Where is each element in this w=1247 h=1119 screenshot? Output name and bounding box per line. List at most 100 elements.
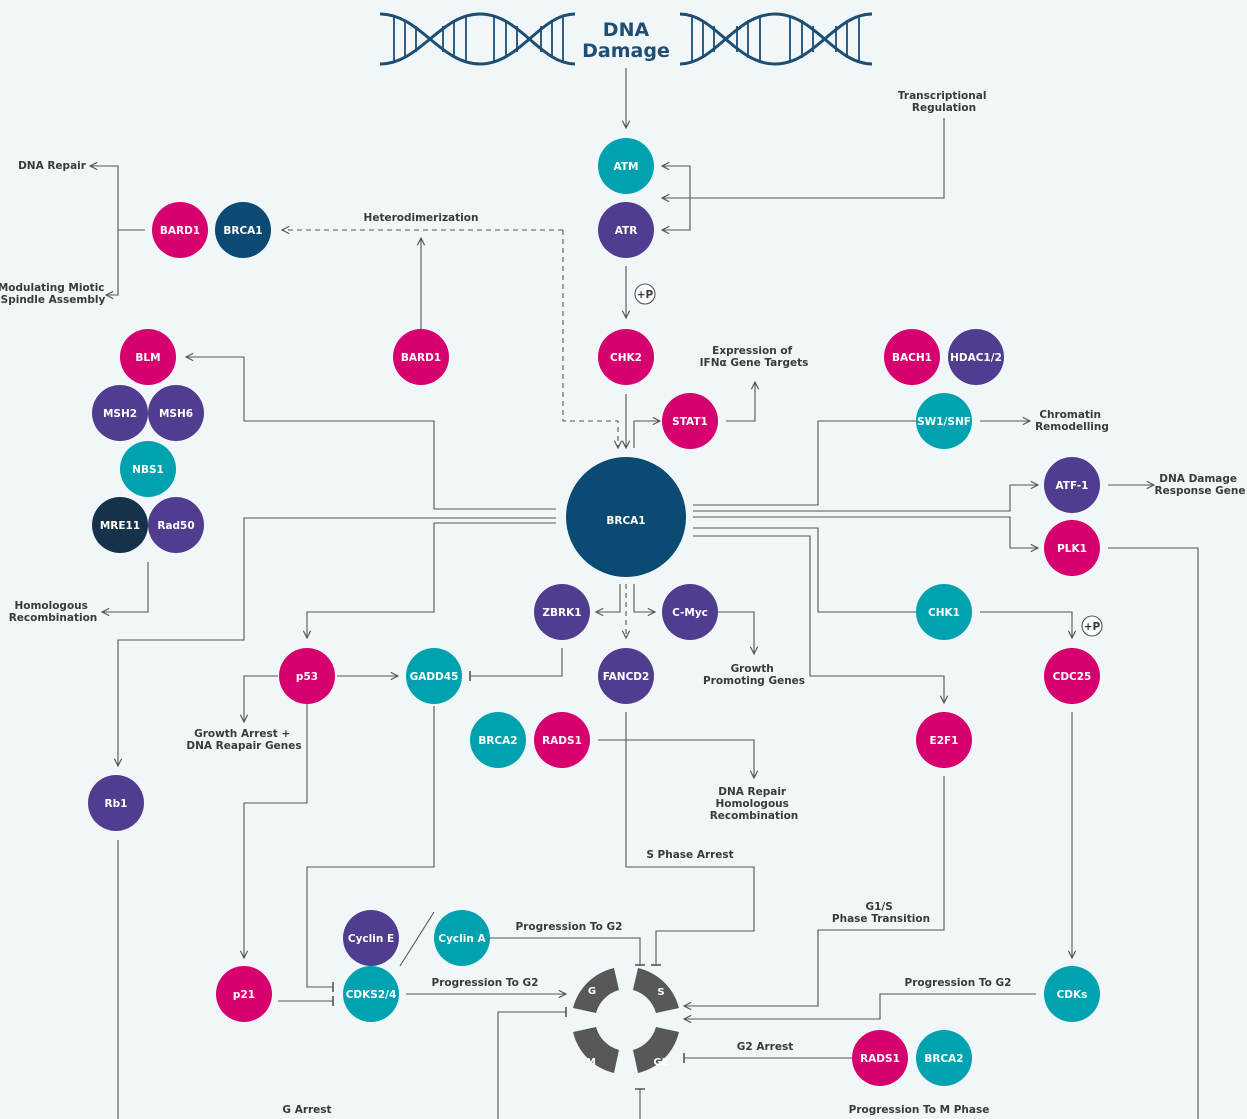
label-dna-repair-homologous: DNA Repair Homologous Recombination: [710, 786, 799, 822]
label-growth-promoting: Growth Promoting Genes: [703, 663, 805, 687]
node-cyclina: Cyclin A: [434, 910, 490, 966]
svg-text:BLM: BLM: [135, 352, 160, 364]
svg-text:MSH2: MSH2: [103, 408, 137, 420]
svg-text:HDAC1/2: HDAC1/2: [950, 352, 1002, 364]
node-gadd45: GADD45: [406, 648, 462, 704]
label-progression-m-phase: Progression To M Phase: [849, 1104, 990, 1116]
dna-helix-left-icon: [379, 12, 576, 66]
node-rads1-bot: RADS1: [852, 1030, 908, 1086]
svg-text:Rb1: Rb1: [105, 798, 128, 810]
svg-text:PLK1: PLK1: [1057, 543, 1087, 555]
plus-p-badge-cdc25: +P: [1081, 615, 1103, 637]
node-nbs1: NBS1: [120, 441, 176, 497]
node-mre11: MRE11: [92, 497, 148, 553]
node-cdc25: CDC25: [1044, 648, 1100, 704]
labels: Transcriptional Regulation DNA Repair Mo…: [0, 90, 1246, 1116]
node-atm: ATM: [598, 138, 654, 194]
label-chromatin-remodelling: Chromatin Remodelling: [1035, 409, 1109, 433]
cycle-s-segment: [633, 968, 679, 1013]
node-hdac: HDAC1/2: [948, 329, 1004, 385]
node-rb1: Rb1: [88, 775, 144, 831]
svg-text:MRE11: MRE11: [100, 520, 140, 532]
svg-text:NBS1: NBS1: [132, 464, 164, 476]
svg-text:Rad50: Rad50: [157, 520, 194, 532]
node-cycline: Cyclin E: [343, 910, 399, 966]
svg-text:RADS1: RADS1: [860, 1053, 900, 1065]
svg-text:BRCA1: BRCA1: [606, 515, 645, 527]
svg-text:BRCA1: BRCA1: [223, 225, 262, 237]
label-heterodimerization: Heterodimerization: [364, 212, 479, 224]
svg-text:FANCD2: FANCD2: [603, 671, 650, 683]
svg-text:MSH6: MSH6: [159, 408, 193, 420]
node-e2f1: E2F1: [916, 712, 972, 768]
label-dna-repair: DNA Repair: [18, 160, 87, 172]
svg-text:BACH1: BACH1: [892, 352, 932, 364]
cycle-g-segment: [573, 968, 619, 1013]
title-dna: DNA: [603, 19, 650, 41]
node-rad50: Rad50: [148, 497, 204, 553]
svg-text:BARD1: BARD1: [160, 225, 200, 237]
label-dna-damage-response: DNA Damage Response Gene: [1154, 473, 1245, 497]
node-cmyc: C-Myc: [662, 584, 718, 640]
node-swsnf: SW1/SNF: [916, 393, 972, 449]
cell-cycle-ring: G S M G2: [573, 968, 679, 1073]
node-rads1-mid: RADS1: [534, 712, 590, 768]
title-damage: Damage: [582, 40, 670, 62]
label-growth-arrest: Growth Arrest + DNA Reapair Genes: [186, 728, 301, 752]
dna-helix-right-icon: [679, 12, 873, 66]
svg-text:p21: p21: [233, 989, 255, 1001]
svg-text:BRCA2: BRCA2: [924, 1053, 963, 1065]
node-plk1: PLK1: [1044, 520, 1100, 576]
node-stat1: STAT1: [662, 393, 718, 449]
label-transcriptional-regulation: Transcriptional Regulation: [898, 90, 990, 114]
label-g2-arrest: G2 Arrest: [737, 1041, 793, 1053]
svg-text:C-Myc: C-Myc: [672, 607, 708, 619]
node-bard1-top: BARD1: [152, 202, 208, 258]
node-p21: p21: [216, 966, 272, 1022]
svg-text:G: G: [588, 986, 596, 997]
node-p53: p53: [279, 648, 335, 704]
svg-text:p53: p53: [296, 671, 318, 683]
svg-text:GADD45: GADD45: [410, 671, 459, 683]
node-atf1: ATF-1: [1044, 457, 1100, 513]
cycle-m-segment: [573, 1027, 619, 1073]
svg-text:ATF-1: ATF-1: [1056, 480, 1089, 492]
label-g-arrest: G Arrest: [282, 1104, 331, 1116]
node-brca2-mid: BRCA2: [470, 712, 526, 768]
svg-text:+P: +P: [637, 289, 654, 301]
svg-text:CDC25: CDC25: [1053, 671, 1092, 683]
node-msh6: MSH6: [148, 385, 204, 441]
label-s-phase-arrest: S Phase Arrest: [646, 849, 733, 861]
svg-text:S: S: [657, 987, 664, 998]
label-progression-g2-cdks24: Progression To G2: [432, 977, 539, 989]
svg-text:+P: +P: [1084, 621, 1101, 633]
svg-text:Cyclin A: Cyclin A: [438, 933, 486, 945]
label-homologous-recombination: Homologous Recombination: [9, 600, 98, 624]
svg-text:CDKs: CDKs: [1057, 989, 1088, 1001]
label-progression-g2-cdks: Progression To G2: [905, 977, 1012, 989]
node-bard1-mid: BARD1: [393, 329, 449, 385]
node-chk2: CHK2: [598, 329, 654, 385]
svg-text:M: M: [586, 1057, 596, 1068]
node-msh2: MSH2: [92, 385, 148, 441]
svg-text:E2F1: E2F1: [930, 735, 959, 747]
svg-text:Cyclin E: Cyclin E: [348, 933, 394, 945]
node-cdks24: CDKS2/4: [343, 966, 399, 1022]
svg-text:ZBRK1: ZBRK1: [542, 607, 581, 619]
cycle-g2-segment: [633, 1027, 679, 1073]
svg-text:STAT1: STAT1: [672, 416, 708, 428]
svg-text:ATR: ATR: [615, 225, 638, 237]
label-g1s-transition: G1/S Phase Transition: [832, 901, 930, 925]
node-cdks: CDKs: [1044, 966, 1100, 1022]
node-zbrk1: ZBRK1: [534, 584, 590, 640]
connections: [90, 68, 1199, 1119]
svg-text:BARD1: BARD1: [401, 352, 441, 364]
node-brca2-bot: BRCA2: [916, 1030, 972, 1086]
svg-text:G2: G2: [653, 1057, 668, 1068]
svg-text:CDKS2/4: CDKS2/4: [346, 989, 397, 1001]
label-modulating-spindle: Modulating Miotic Spindle Assembly: [0, 282, 108, 306]
node-atr: ATR: [598, 202, 654, 258]
node-brca1-top: BRCA1: [215, 202, 271, 258]
